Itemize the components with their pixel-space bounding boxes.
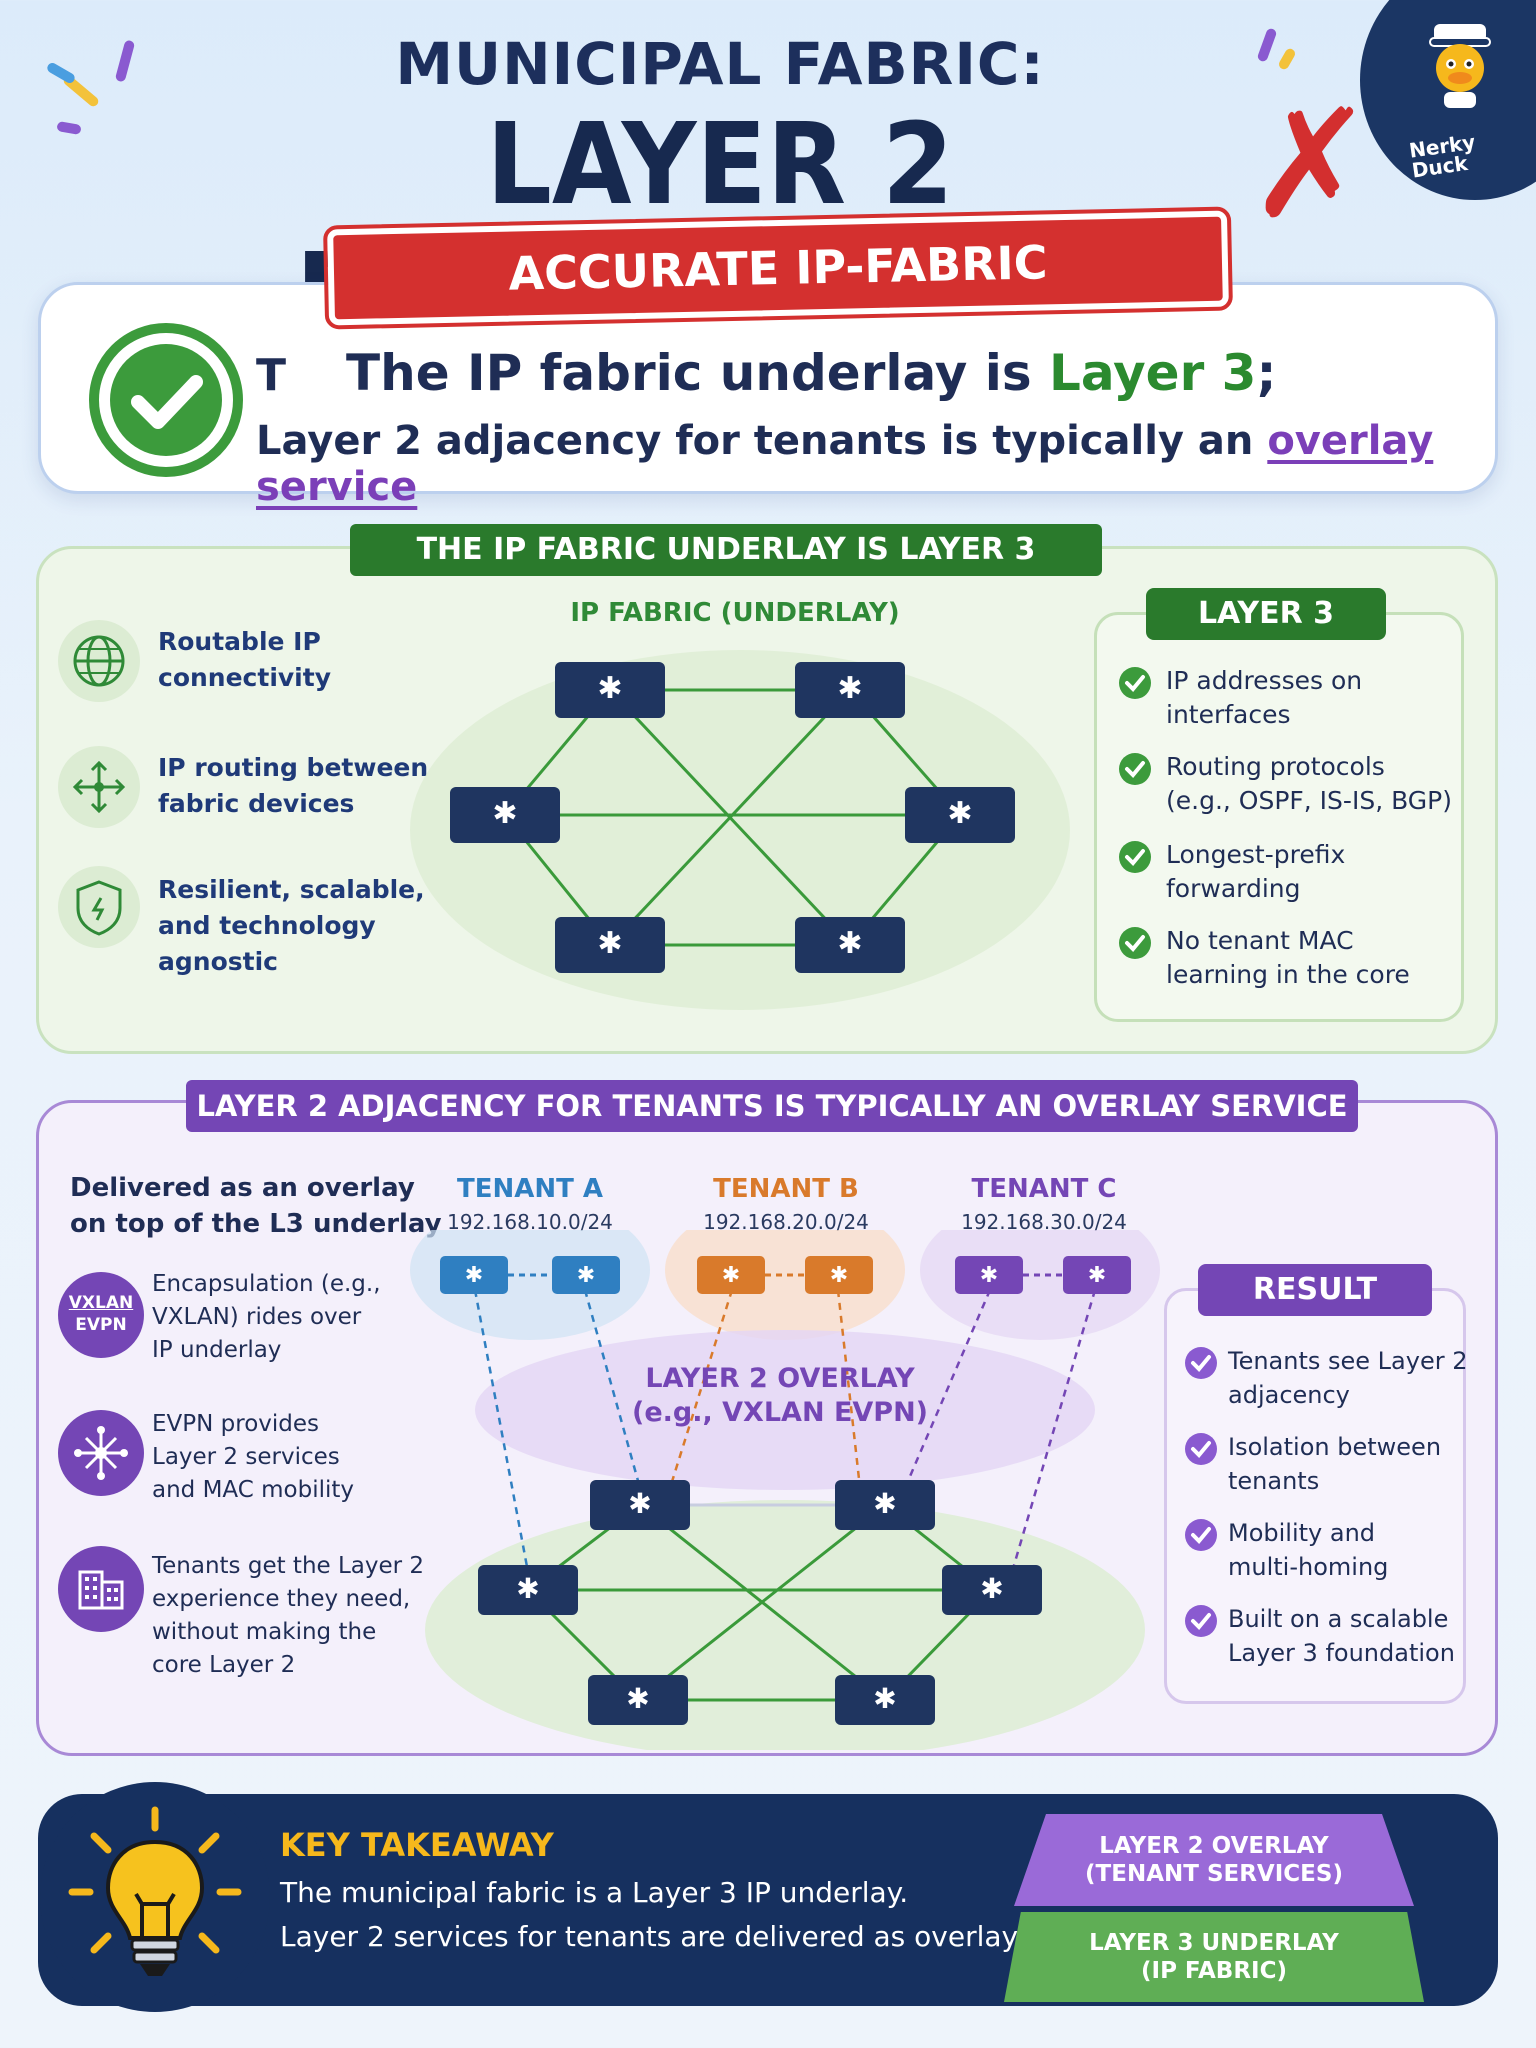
key-takeaway-title: KEY TAKEAWAY: [280, 1826, 554, 1864]
check-icon: [1185, 1605, 1217, 1637]
layer3-box: [1094, 612, 1464, 1022]
tenant-c-name: TENANT C: [971, 1174, 1117, 1204]
svg-text:✱: ✱: [577, 1263, 595, 1288]
key-takeaway-line-2: Layer 2 services for tenants are deliver…: [280, 1920, 1042, 1953]
key-takeaway-line-1: The municipal fabric is a Layer 3 IP und…: [280, 1876, 909, 1909]
fabric-switch-node: ✱: [942, 1565, 1042, 1615]
fabric-switch-node: ✱: [795, 917, 905, 973]
check-icon: [1185, 1347, 1217, 1379]
fabric-switch-node: ✱: [795, 662, 905, 718]
svg-text:✱: ✱: [980, 1572, 1003, 1605]
tenant-a-switch: ✱: [440, 1256, 508, 1294]
tenant-a-name: TENANT A: [456, 1174, 604, 1204]
claim-line-1: The IP fabric underlay is Layer 3;: [346, 344, 1277, 402]
network-hub-icon: [58, 1410, 144, 1496]
underlay-banner: THE IP FABRIC UNDERLAY IS LAYER 3: [350, 524, 1102, 576]
overlay-label: LAYER 2 OVERLAY (e.g., VXLAN EVPN): [631, 1363, 929, 1428]
overlay-banner: LAYER 2 ADJACENCY FOR TENANTS IS TYPICAL…: [186, 1080, 1358, 1132]
tenant-b-name: TENANT B: [713, 1174, 859, 1204]
tenant-a-switch: ✱: [552, 1256, 620, 1294]
delivered-note: Delivered as an overlay on top of the L3…: [70, 1173, 442, 1239]
svg-text:✱: ✱: [492, 796, 517, 831]
svg-text:✱: ✱: [597, 671, 622, 706]
fabric-switch-node: ✱: [905, 787, 1015, 843]
fabric-switch-node: ✱: [450, 787, 560, 843]
green-check-icon: [89, 323, 243, 477]
claim-line-2: Layer 2 adjacency for tenants is typical…: [256, 418, 1434, 510]
pyramid-overlay-layer: LAYER 2 OVERLAY (TENANT SERVICES): [1014, 1814, 1414, 1906]
check-icon: [1119, 667, 1151, 699]
overlay-diagram: ✱ ✱ ✱ ✱ ✱ ✱ ✱ ✱ ✱ ✱ ✱ ✱: [410, 1230, 1160, 1750]
overlay-item-evpn: EVPN provides Layer 2 services and MAC m…: [152, 1411, 355, 1503]
svg-text:✱: ✱: [947, 796, 972, 831]
svg-text:✱: ✱: [873, 1682, 896, 1715]
check-icon: [1119, 927, 1151, 959]
fabric-switch-node: ✱: [555, 662, 665, 718]
svg-text:✱: ✱: [830, 1263, 848, 1288]
svg-text:✱: ✱: [873, 1487, 896, 1520]
vxlan-evpn-icon: VXLAN EVPN: [58, 1272, 144, 1358]
feature-ip-routing: IP routing between fabric devices: [158, 753, 429, 818]
claim-prefix: T: [256, 350, 287, 401]
fabric-switch-node: ✱: [588, 1675, 688, 1725]
fabric-switch-node: ✱: [835, 1675, 935, 1725]
fabric-switch-node: ✱: [555, 917, 665, 973]
check-icon: [1119, 841, 1151, 873]
svg-text:✱: ✱: [980, 1263, 998, 1288]
svg-text:✱: ✱: [628, 1487, 651, 1520]
check-icon: [1119, 753, 1151, 785]
buildings-icon: [58, 1546, 144, 1632]
lightbulb-icon: [68, 1806, 242, 1976]
correction-banner: ACCURATE IP-FABRIC CORRECTION: [323, 205, 1233, 382]
layer3-item: Routing protocols(e.g., OSPF, IS-IS, BGP…: [1166, 752, 1452, 815]
overlay-item-encapsulation: Encapsulation (e.g., VXLAN) rides over I…: [152, 1271, 381, 1363]
routing-arrows-icon: [58, 746, 140, 828]
overlay-item-tenants: Tenants get the Layer 2 experience they …: [152, 1553, 425, 1678]
svg-text:✱: ✱: [626, 1682, 649, 1715]
svg-text:✱: ✱: [722, 1263, 740, 1288]
check-icon: [1185, 1519, 1217, 1551]
pyramid-underlay-layer: LAYER 3 UNDERLAY (IP FABRIC): [1004, 1912, 1424, 2002]
fabric-switch-node: ✱: [835, 1480, 935, 1530]
feature-resilient: Resilient, scalable, and technology agno…: [158, 875, 425, 976]
ip-fabric-diagram: ✱ ✱ ✱ ✱ ✱ ✱: [410, 650, 1070, 1010]
tenant-b-switch: ✱: [805, 1256, 873, 1294]
globe-icon: [58, 620, 140, 702]
result-title: RESULT: [1198, 1264, 1432, 1316]
svg-text:✱: ✱: [1088, 1263, 1106, 1288]
svg-text:✱: ✱: [465, 1263, 483, 1288]
duck-mascot-icon: [1429, 24, 1491, 108]
fabric-switch-node: ✱: [478, 1565, 578, 1615]
check-icon: [1185, 1433, 1217, 1465]
svg-text:✱: ✱: [837, 926, 862, 961]
tenant-c-switch: ✱: [955, 1256, 1023, 1294]
red-x-icon: ✗: [1248, 78, 1374, 252]
svg-text:✱: ✱: [516, 1572, 539, 1605]
svg-text:✱: ✱: [837, 671, 862, 706]
svg-text:✱: ✱: [597, 926, 622, 961]
fabric-switch-node: ✱: [590, 1480, 690, 1530]
layer3-title: LAYER 3: [1146, 588, 1386, 640]
feature-routable-ip: Routable IP connectivity: [158, 627, 331, 692]
shield-icon: [58, 866, 140, 948]
fabric-diagram-label: IP FABRIC (UNDERLAY): [570, 598, 900, 628]
title-line-1: MUNICIPAL FABRIC:: [395, 30, 1045, 98]
tenant-c-switch: ✱: [1063, 1256, 1131, 1294]
tenant-b-switch: ✱: [697, 1256, 765, 1294]
